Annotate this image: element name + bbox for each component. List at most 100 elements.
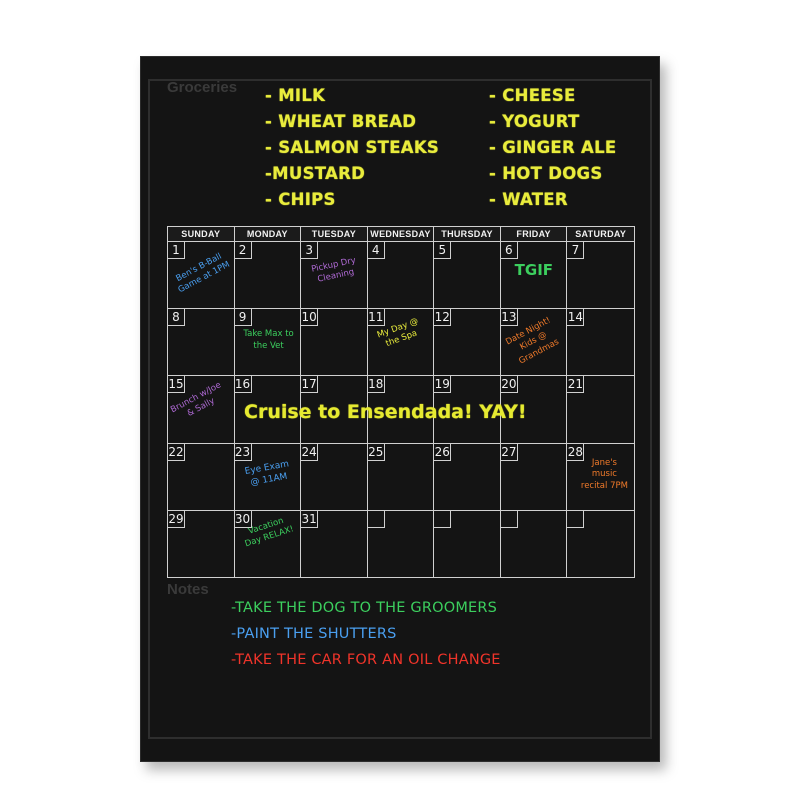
calendar-day-cell: 19	[434, 376, 501, 444]
calendar-day-cell: 16	[234, 376, 302, 444]
calendar-day-cell: 26	[434, 443, 501, 511]
calendar-event-note: Jane's music recital 7PM	[580, 457, 628, 491]
date-number: 12	[434, 309, 452, 327]
date-number: 11	[367, 309, 385, 327]
calendar-day-cell: 22	[168, 443, 235, 511]
date-number	[434, 510, 452, 528]
weekday-tuesday: TUESDAY	[301, 227, 368, 241]
date-number	[367, 510, 385, 528]
calendar-day-cell: 20	[500, 376, 568, 444]
calendar-day-cell: 14	[567, 309, 634, 377]
grocery-item: - SALMON STEAKS	[265, 138, 440, 157]
date-number: 25	[367, 443, 385, 461]
calendar-day-cell: 21	[567, 376, 634, 444]
date-number	[500, 510, 518, 528]
calendar-day-cell: 29	[168, 510, 235, 578]
date-number: 5	[434, 242, 452, 259]
calendar-day-cell: 12	[434, 309, 501, 377]
groceries-list: - MILK - CHEESE - WHEAT BREAD - YOGURT -…	[265, 83, 655, 213]
date-number: 27	[500, 443, 518, 461]
date-number: 13	[500, 309, 518, 327]
date-number: 2	[234, 242, 252, 259]
date-number: 15	[168, 376, 185, 394]
weekday-friday: FRIDAY	[501, 227, 568, 241]
date-number: 3	[301, 242, 319, 259]
calendar-event-note: Pickup Dry Cleaning	[310, 255, 357, 286]
calendar-day-cell	[567, 510, 634, 578]
date-number: 16	[234, 376, 252, 394]
grocery-item: - WHEAT BREAD	[265, 112, 417, 131]
calendar-day-cell: 2	[234, 242, 302, 310]
calendar-day-cell: 31	[301, 510, 368, 578]
weekday-monday: MONDAY	[235, 227, 302, 241]
calendar-day-cell: 4	[367, 242, 435, 310]
calendar-day-cell: 25	[367, 443, 435, 511]
date-number: 4	[367, 242, 385, 259]
weekday-saturday: SATURDAY	[575, 229, 627, 239]
date-number: 17	[301, 376, 319, 394]
calendar-day-cell	[434, 510, 501, 578]
date-number: 19	[434, 376, 452, 394]
note-item: -TAKE THE DOG TO THE GROOMERS	[231, 600, 498, 616]
date-number: 22	[168, 443, 185, 461]
grocery-item: - HOT DOGS	[489, 164, 603, 183]
calendar-day-cell: 5	[434, 242, 501, 310]
groceries-label: Groceries	[167, 79, 238, 96]
cruise-event: Cruise to Ensendada! YAY!	[244, 401, 527, 423]
date-number: 7	[567, 242, 585, 259]
calendar-day-cell	[500, 510, 568, 578]
date-number: 26	[434, 443, 452, 461]
date-number: 31	[301, 510, 319, 528]
grocery-item: - GINGER ALE	[489, 138, 617, 157]
calendar-day-cell: 18	[367, 376, 435, 444]
grocery-item: - YOGURT	[489, 112, 580, 131]
date-number: 9	[234, 309, 252, 327]
weekday-sunday: SUNDAY	[168, 227, 235, 241]
calendar-day-cell: 24	[301, 443, 368, 511]
date-number: 20	[500, 376, 518, 394]
grocery-item: - MILK	[265, 86, 326, 105]
calendar-event-note: Eye Exam @ 11AM	[243, 458, 290, 488]
date-number: 8	[168, 309, 185, 327]
calendar-event-note: Take Max to the Vet	[243, 329, 294, 351]
calendar-day-cell	[367, 510, 435, 578]
note-item: -PAINT THE SHUTTERS	[231, 626, 397, 642]
inner-frame	[148, 79, 652, 739]
date-number: 30	[234, 510, 252, 528]
date-number: 14	[567, 309, 585, 327]
weekday-thursday: THURSDAY	[434, 227, 501, 241]
calendar-day-cell: 10	[301, 309, 368, 377]
monthly-calendar: SUNDAY MONDAY TUESDAY WEDNESDAY THURSDAY…	[167, 226, 635, 578]
notes-list: -TAKE THE DOG TO THE GROOMERS -PAINT THE…	[231, 595, 501, 673]
notes-label: Notes	[167, 581, 209, 598]
calendar-day-cell: 27	[500, 443, 568, 511]
calendar-day-cell: 8	[168, 309, 235, 377]
grocery-item: - CHEESE	[489, 86, 576, 105]
grocery-item: - CHIPS	[265, 190, 336, 209]
chalkboard-calendar: Groceries - MILK - CHEESE - WHEAT BREAD …	[140, 56, 660, 762]
date-number: 29	[168, 510, 185, 528]
calendar-event-note: TGIF	[514, 261, 554, 279]
date-number: 18	[367, 376, 385, 394]
date-number	[567, 510, 585, 528]
date-number: 28	[567, 443, 585, 461]
grocery-item: -MUSTARD	[265, 164, 366, 183]
date-number: 21	[567, 376, 585, 394]
grocery-item: - WATER	[489, 190, 568, 209]
calendar-day-cell: 17	[301, 376, 368, 444]
weekday-header: SUNDAY MONDAY TUESDAY WEDNESDAY THURSDAY…	[168, 227, 634, 242]
weekday-wednesday: WEDNESDAY	[368, 227, 435, 241]
date-number: 1	[168, 242, 185, 259]
date-number: 23	[234, 443, 252, 461]
